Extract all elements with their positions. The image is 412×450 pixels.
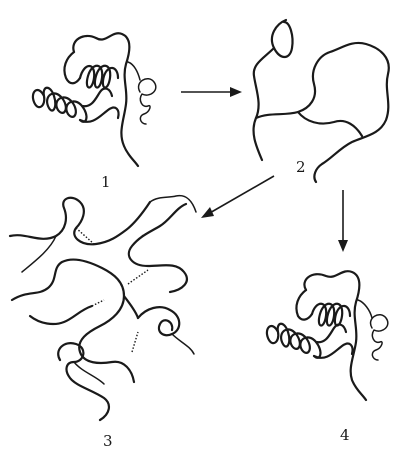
panel-label-2: 2 bbox=[296, 158, 306, 176]
arrow-unfolded-to-refolded bbox=[338, 190, 348, 252]
panel-label-4: 4 bbox=[340, 426, 350, 444]
lower-helix bbox=[33, 88, 87, 122]
upper-helix bbox=[80, 66, 118, 88]
aggregated-protein-chains bbox=[10, 196, 196, 420]
arrow-native-to-unfolded bbox=[181, 87, 242, 97]
cross-link bbox=[92, 300, 104, 306]
arrow-unfolded-to-aggregated bbox=[201, 176, 274, 218]
cross-link bbox=[128, 270, 148, 284]
small-loop bbox=[139, 79, 156, 124]
panel-label-3: 3 bbox=[103, 432, 113, 450]
refolded-protein-structure bbox=[267, 271, 388, 400]
native-protein-structure bbox=[33, 33, 156, 166]
panel-label-1: 1 bbox=[101, 173, 111, 191]
unfolded-protein-chain bbox=[254, 20, 389, 182]
cross-link bbox=[132, 332, 138, 352]
